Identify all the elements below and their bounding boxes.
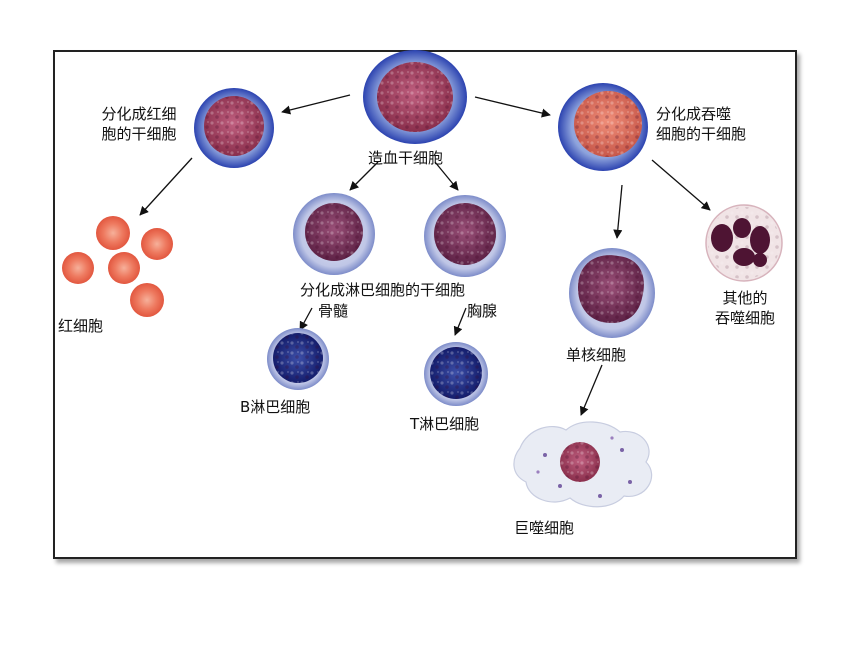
lymph-stem-cell-right [424,195,506,277]
stem-cell [363,50,467,144]
label-erythroid-stem: 分化成红细 胞的干细胞 [84,104,194,144]
label-red-cells: 红细胞 [58,317,104,335]
label-phagocyte-stem: 分化成吞噬 细胞的干细胞 [656,104,746,144]
arrow-erythroid-to-rbc [139,157,193,216]
label-other-phagocytes-line1: 其他的 [722,289,768,307]
arrow-lymph-to-b [299,307,313,331]
label-monocyte: 单核细胞 [566,346,627,364]
arrow-lymph-to-t [453,307,467,336]
arrow-stem-to-phagocyte [474,96,551,118]
other-phagocyte [705,204,783,282]
label-t-cell: T淋巴细胞 [410,415,480,433]
monocyte [569,248,655,338]
red-blood-cells [62,216,173,317]
label-thymus: 胸腺 [467,302,498,320]
label-erythroid-stem-line1: 分化成红细 [101,105,177,123]
label-erythroid-stem-line2: 胞的干细胞 [101,125,177,143]
macrophage [513,421,653,508]
t-lymphocyte [424,342,488,406]
b-lymphocyte [267,328,329,390]
arrow-stem-to-lymph-left [349,161,379,191]
arrows [139,94,711,416]
label-other-phagocytes: 其他的 吞噬细胞 [700,288,790,328]
arrow-stem-to-lymph-right [434,161,459,191]
arrow-stem-to-erythroid [281,94,351,115]
erythroid-stem-cell [194,88,274,168]
label-macrophage: 巨噬细胞 [514,519,575,537]
label-other-phagocytes-line2: 吞噬细胞 [714,309,775,327]
label-phagocyte-stem-line2: 细胞的干细胞 [656,125,747,143]
lymph-stem-cell-left [293,193,375,275]
phagocyte-stem-cell [558,83,648,171]
label-lymph-stem: 分化成淋巴细胞的干细胞 [300,281,466,299]
label-b-cell: B淋巴细胞 [240,398,311,416]
label-stem-cell: 造血干细胞 [368,149,444,167]
arrow-phagocyte-to-monocyte [613,184,623,239]
label-bone-marrow: 骨髓 [318,302,349,320]
arrow-phagocyte-to-other [651,159,711,211]
arrow-monocyte-to-macrophage [579,364,603,416]
label-phagocyte-stem-line1: 分化成吞噬 [656,105,732,123]
